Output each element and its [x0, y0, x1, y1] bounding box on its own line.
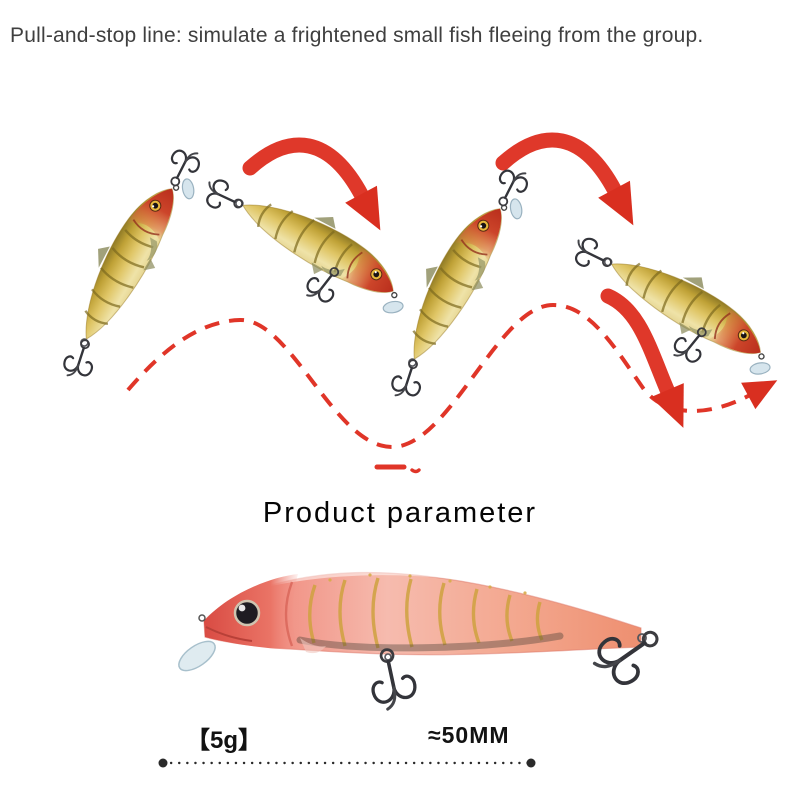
length-value: ≈50MM [428, 722, 510, 748]
belly-treble-hook [363, 643, 421, 714]
motion-arrow-3 [600, 288, 684, 428]
lure-figure-2 [199, 170, 429, 324]
belly-hanger-ring [384, 653, 392, 661]
tail-treble-hook [568, 232, 618, 278]
belly-band [296, 632, 564, 652]
tail-split-ring [637, 633, 647, 643]
lure-figure-1 [51, 142, 205, 384]
mouth-line [205, 626, 253, 642]
rule-endpoint-left [158, 758, 168, 768]
eye-glint [238, 604, 246, 612]
product-lure-photo [178, 571, 669, 714]
eye [233, 599, 261, 627]
section-heading: Product parameter [262, 497, 538, 529]
page-title: Pull-and-stop line: simulate a frightene… [10, 24, 704, 47]
motion-arrow-2 [495, 132, 634, 226]
gold-stripes [308, 577, 544, 649]
stop-dash [374, 464, 421, 474]
motion-arrow-1 [242, 137, 381, 231]
weight-value: 【5g】 [186, 727, 263, 754]
measurement-line [158, 758, 536, 768]
pull-stop-path [126, 302, 778, 450]
rule-endpoint-right [526, 758, 536, 768]
lure-figure-4 [568, 229, 796, 385]
diving-lip [178, 640, 216, 672]
gold-speckles [328, 573, 527, 595]
pectoral-fin [300, 638, 326, 654]
tail-treble-hook [199, 174, 249, 220]
line-tie-ring [198, 614, 206, 622]
gill-line [284, 581, 294, 647]
